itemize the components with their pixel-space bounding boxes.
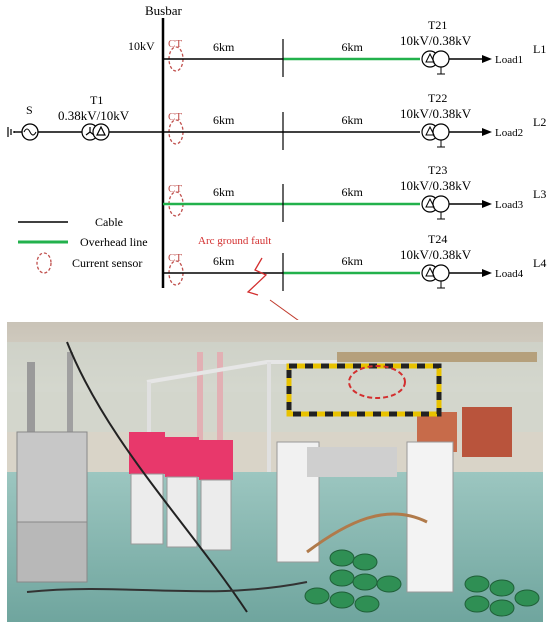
t1-ratio: 0.38kV/10kV <box>58 108 130 123</box>
feeder-4-transformer-ratio: 10kV/0.38kV <box>400 247 472 262</box>
feeder-1-load-label: Load1 <box>495 54 523 66</box>
feeder-1-transformer-ratio: 10kV/0.38kV <box>400 33 472 48</box>
sine-icon <box>23 128 37 136</box>
feeder-4-section-1-length: 6km <box>213 254 235 268</box>
feeder-4-transformer-name: T24 <box>428 232 447 246</box>
feeder-3-delta-icon <box>425 197 435 208</box>
legend-cable-label: Cable <box>95 215 123 229</box>
distribution-network-diagram: Busbar 10kV S T1 0.38kV/10kV CT 6km 6km T21… <box>7 3 546 320</box>
feeder-3-transformer-secondary-icon <box>432 195 450 213</box>
fault-lightning-icon <box>246 257 268 296</box>
fault-pointer <box>269 299 299 320</box>
feeder-4-section-2-length: 6km <box>342 254 364 268</box>
feeder-4-line-label: L4 <box>533 256 546 270</box>
feeder-1-line-label: L1 <box>533 42 546 56</box>
legend-sensor-label: Current sensor <box>72 256 142 270</box>
feeder-1-delta-icon <box>425 52 435 63</box>
feeder-2-section-2-length: 6km <box>342 113 364 127</box>
feeder-3-transformer-name: T23 <box>428 163 447 177</box>
feeder-2-delta-icon <box>425 125 435 136</box>
busbar-label: Busbar <box>145 3 183 18</box>
feeder-3-section-1-length: 6km <box>213 185 235 199</box>
feeder-2-load-label: Load2 <box>495 127 523 139</box>
feeder-3-section-2-length: 6km <box>342 185 364 199</box>
feeder-2-transformer-name: T22 <box>428 91 447 105</box>
feeder-2-arrow-icon <box>482 128 492 136</box>
feeder-1-transformer-secondary-icon <box>432 50 450 68</box>
ct-label-4: CT <box>168 252 182 264</box>
feeder-1-transformer-name: T21 <box>428 18 447 32</box>
feeder-4-load-label: Load4 <box>495 268 524 280</box>
lab-equipment-photo <box>7 322 543 622</box>
ct-label-3: CT <box>168 183 182 195</box>
feeder-3-arrow-icon <box>482 200 492 208</box>
legend-sensor-icon <box>36 252 52 274</box>
feeder-4-transformer-secondary-icon <box>432 264 450 282</box>
feeder-3-load-label: Load3 <box>495 199 524 211</box>
feeder-1-arrow-icon <box>482 55 492 63</box>
feeder-3-line-label: L3 <box>533 187 546 201</box>
fault-label: Arc ground fault <box>198 235 271 247</box>
feeder-2-transformer-ratio: 10kV/0.38kV <box>400 106 472 121</box>
bus-voltage-label: 10kV <box>128 39 155 53</box>
ground-icon <box>7 127 15 137</box>
feeder-2-transformer-secondary-icon <box>432 123 450 141</box>
feeder-2-line-label: L2 <box>533 115 546 129</box>
feeder-4-delta-icon <box>425 266 435 277</box>
legend-overhead-label: Overhead line <box>80 235 148 249</box>
ct-label-1: CT <box>168 38 182 50</box>
feeder-3-transformer-ratio: 10kV/0.38kV <box>400 178 472 193</box>
feeder-4-arrow-icon <box>482 269 492 277</box>
t1-name: T1 <box>90 93 103 107</box>
feeder-1-section-1-length: 6km <box>213 40 235 54</box>
legend: Cable Overhead line Current sensor <box>18 215 148 274</box>
ct-label-2: CT <box>168 111 182 123</box>
feeder-2-section-1-length: 6km <box>213 113 235 127</box>
feeder-1-section-2-length: 6km <box>342 40 364 54</box>
transformer-t1-icon <box>81 123 110 141</box>
source-label: S <box>26 103 33 117</box>
